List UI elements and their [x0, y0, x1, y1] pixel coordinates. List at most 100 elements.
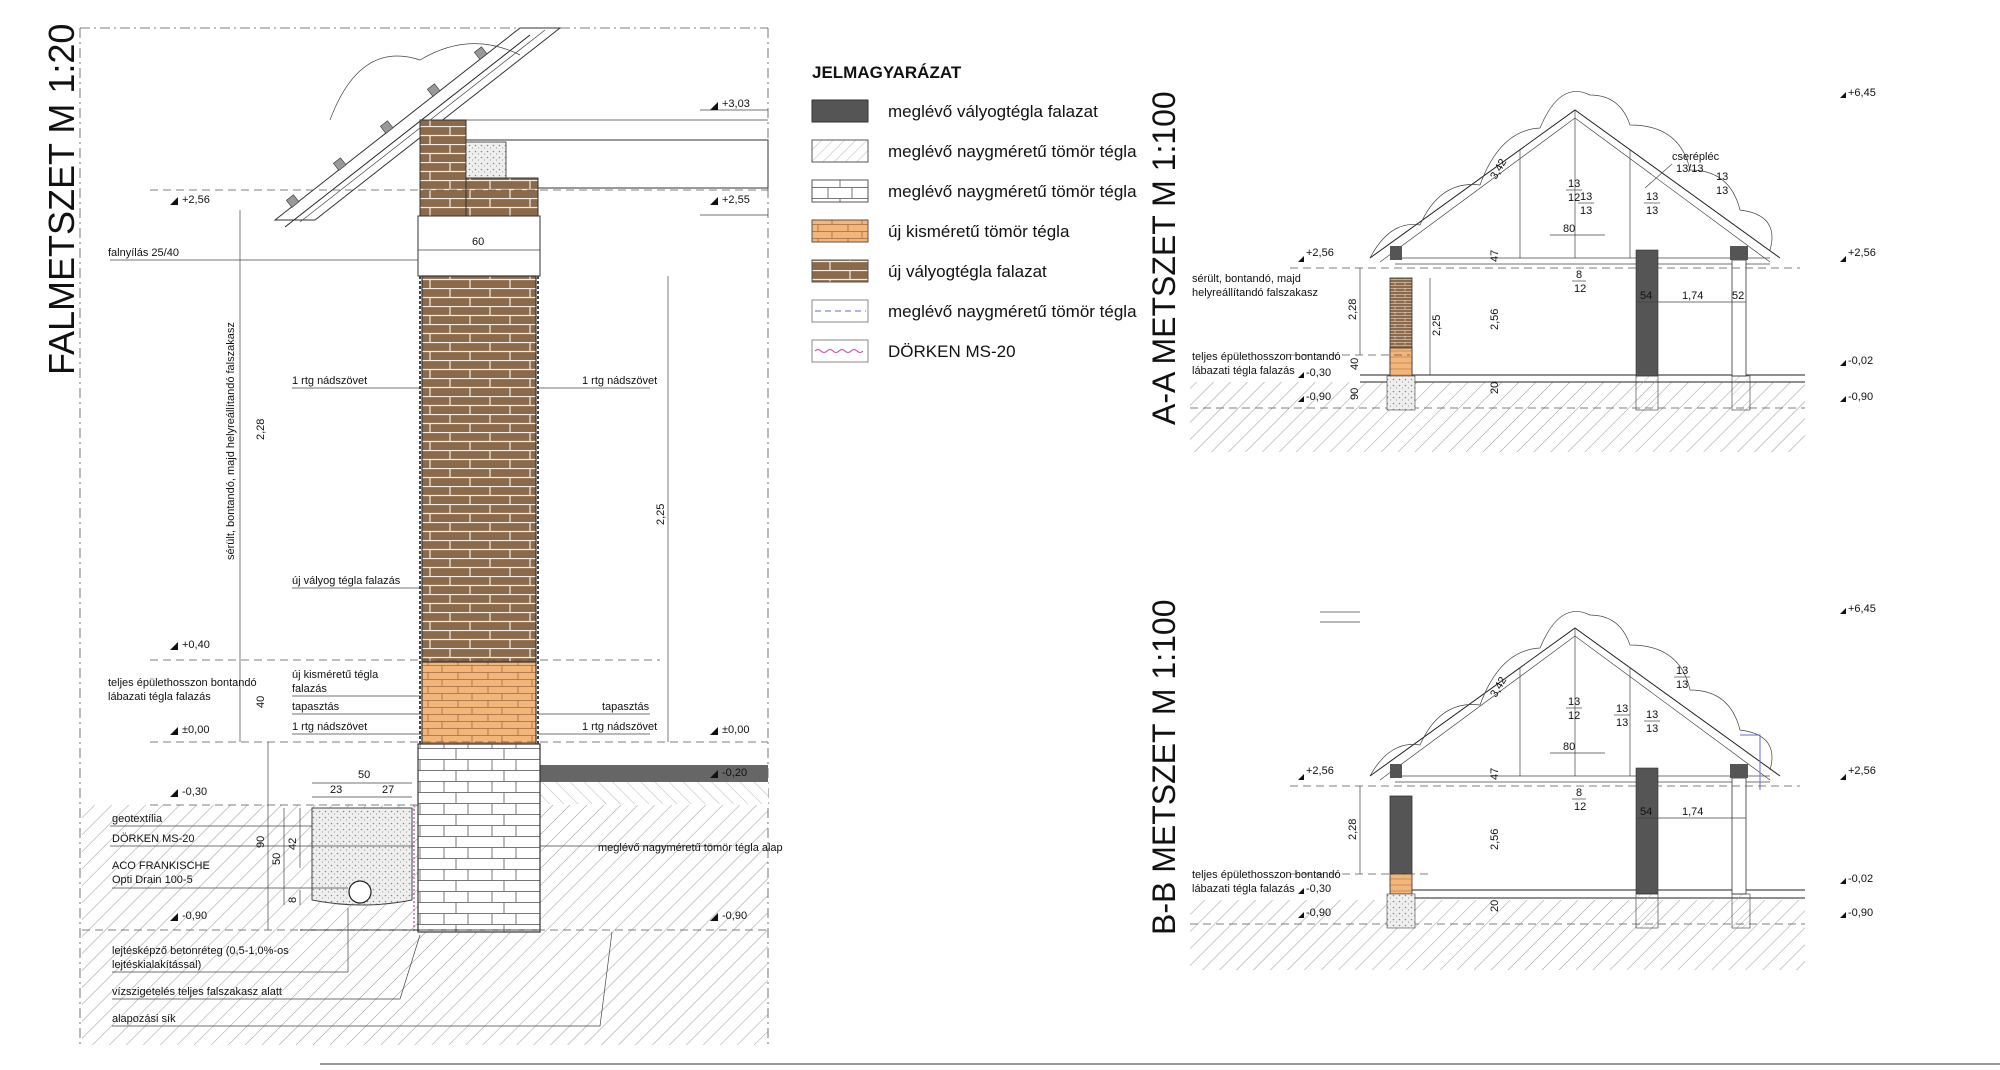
bb-f1312-b: 12: [1568, 710, 1580, 722]
label-alap: meglévő nagyméretű tömör tégla alap: [598, 842, 783, 854]
label-aco-1: ACO FRANKISCHE: [112, 860, 210, 872]
dim-drain-23: 23: [330, 784, 342, 796]
aa-left-foundation: [1386, 375, 1416, 411]
bb-level-ground-l: -0,30: [1306, 883, 1331, 895]
label-teljes-2: lábazati tégla falazás: [108, 691, 211, 703]
bb-level-eave-l: +2,56: [1306, 765, 1334, 777]
label-aco-2: Opti Drain 100-5: [112, 874, 193, 886]
legend: JELMAGYARÁZAT meglévő vályogtégla falaza…: [811, 63, 1137, 363]
bb-ground: [1190, 900, 1805, 970]
bb-level-eave-r: +2,56: [1848, 765, 1876, 777]
dim-found-depth: 90: [255, 836, 267, 848]
aa-label-teljes-2: lábazati tégla falazás: [1192, 365, 1295, 377]
aa-dim-80: 80: [1563, 223, 1575, 235]
aa-level-eave-l: +2,56: [1306, 247, 1334, 259]
bb-f1313b-b: 13: [1646, 723, 1658, 735]
aa-label-teljes-1: teljes épülethosszon bontandó: [1192, 351, 1341, 363]
bb-right-eave: [1730, 764, 1748, 778]
aa-roof: [1369, 91, 1781, 265]
aa-f1312-a: 13: [1568, 178, 1580, 190]
legend-label-6: meglévő naygméretű tömör tégla: [888, 302, 1137, 321]
aa-ground: [1190, 382, 1805, 452]
aa-dim-174: 1,74: [1682, 290, 1703, 302]
label-uj-kismeretu-1: új kisméretű tégla: [292, 669, 379, 681]
aa-f1312-b: 12: [1568, 192, 1580, 204]
legend-swatch-dark-gray: [811, 99, 869, 123]
aa-dim-90: 90: [1349, 388, 1361, 400]
bb-dim-228: 2,28: [1347, 819, 1359, 840]
falmetszet-title: FALMETSZET M 1:20: [41, 24, 82, 375]
bb-f1313a-b: 13: [1616, 717, 1628, 729]
bb-f812-a: 8: [1576, 787, 1582, 799]
section-aa-title: A-A METSZET M 1:100: [1146, 91, 1182, 425]
label-falnyilas: falnyílás 25/40: [108, 247, 179, 259]
aa-left-eave: [1390, 246, 1402, 260]
bb-right-wall: [1731, 777, 1747, 895]
label-nadszovet-r1: 1 rtg nádszövet: [582, 375, 657, 387]
bb-left-foundation: [1386, 893, 1416, 929]
bb-left-plinth: [1389, 873, 1413, 895]
dim-drain-50: 50: [358, 769, 370, 781]
aa-dim-228: 2,28: [1347, 299, 1359, 320]
aa-right-foundation: [1731, 375, 1751, 411]
bb-labels: teljes épülethosszon bontandó lábazati t…: [1192, 869, 1341, 895]
bb-level-top: +6,45: [1848, 603, 1876, 615]
bb-f812-b: 12: [1574, 801, 1586, 813]
bb-f1313c-a: 13: [1676, 665, 1688, 677]
aa-f812-a: 8: [1576, 269, 1582, 281]
bb-mid-wall: [1635, 767, 1659, 895]
dim-drain-8: 8: [287, 897, 299, 903]
wall-opening: [417, 215, 541, 277]
label-alapozasi: alapozási sík: [112, 1013, 176, 1025]
bb-level-bottom-r: -0,90: [1848, 907, 1873, 919]
bb-dim-80: 80: [1563, 741, 1575, 753]
label-lejtes-1: lejtésképző betonréteg (0,5-1,0%-os: [112, 945, 289, 957]
bb-left-eave: [1390, 764, 1402, 778]
label-nadszovet-r2: 1 rtg nádszövet: [582, 721, 657, 733]
aa-label-cserepl-2: 13/13: [1676, 163, 1704, 175]
top-brick-left: [419, 119, 467, 217]
legend-swatch-wavy-pink: [811, 339, 869, 363]
top-brick-right: [465, 177, 539, 217]
aa-f812-b: 12: [1574, 283, 1586, 295]
section-bb-title: B-B METSZET M 1:100: [1146, 600, 1182, 936]
new-brick-plinth: [421, 661, 537, 745]
legend-label-2: meglévő naygméretű tömör tégla: [888, 142, 1137, 161]
legend-title: JELMAGYARÁZAT: [812, 63, 962, 82]
legend-label-7: DÖRKEN MS-20: [888, 342, 1016, 361]
aa-f1313b-a: 13: [1580, 191, 1592, 203]
bb-f1312-a: 13: [1568, 696, 1580, 708]
level-plinth: +0,40: [182, 639, 210, 651]
dim-drain-42: 42: [287, 838, 299, 850]
bb-level-bottom-l: -0,90: [1306, 907, 1331, 919]
aa-dims: 3,42 2,28 2,25 2,56 47 40 90 20 80 54 1,…: [1347, 157, 1746, 400]
dim-wall-height: 2,28: [255, 419, 267, 440]
aa-label-1313-b: 13: [1716, 185, 1728, 197]
drain-gravel: [311, 807, 413, 906]
aa-f1313b-b: 13: [1580, 205, 1592, 217]
aa-mid-wall: [1635, 249, 1659, 377]
label-nadszovet-l2: 1 rtg nádszövet: [292, 721, 367, 733]
aa-level-bottom-r: -0,90: [1848, 391, 1873, 403]
bb-dim-54: 54: [1640, 806, 1652, 818]
label-tapasztas-l: tapasztás: [292, 701, 340, 713]
aa-labels: cserépléc 13/13 13 13 sérült, bontandó, …: [1192, 151, 1728, 377]
level-zero-right: ±0,00: [722, 724, 749, 736]
level-ground-left: -0,30: [182, 786, 207, 798]
section-bb: B-B METSZET M 1:100: [1146, 600, 1876, 970]
bb-dim-47: 47: [1489, 768, 1501, 780]
label-uj-valyog: új vályog tégla falazás: [292, 575, 401, 587]
label-vizszig: vízszigetelés teljes falszakasz alatt: [112, 986, 282, 998]
floor-slab: [540, 782, 768, 804]
label-tapasztas-r: tapasztás: [602, 701, 650, 713]
legend-swatch-hatch-light: [811, 139, 869, 163]
level-lines: [82, 109, 768, 931]
bb-f1313a-a: 13: [1616, 703, 1628, 715]
aa-mid-foundation: [1635, 375, 1659, 411]
dimension-lines: 60 2,28 2,25 40 90 50 23 27 42 50 8: [239, 210, 669, 930]
bb-level-floor-r: -0,02: [1848, 873, 1873, 885]
dim-drain-50b: 50: [271, 853, 283, 865]
bb-label-teljes-1: teljes épülethosszon bontandó: [1192, 869, 1341, 881]
aa-f1313a-b: 13: [1646, 205, 1658, 217]
label-uj-kismeretu-2: falazás: [292, 683, 327, 695]
